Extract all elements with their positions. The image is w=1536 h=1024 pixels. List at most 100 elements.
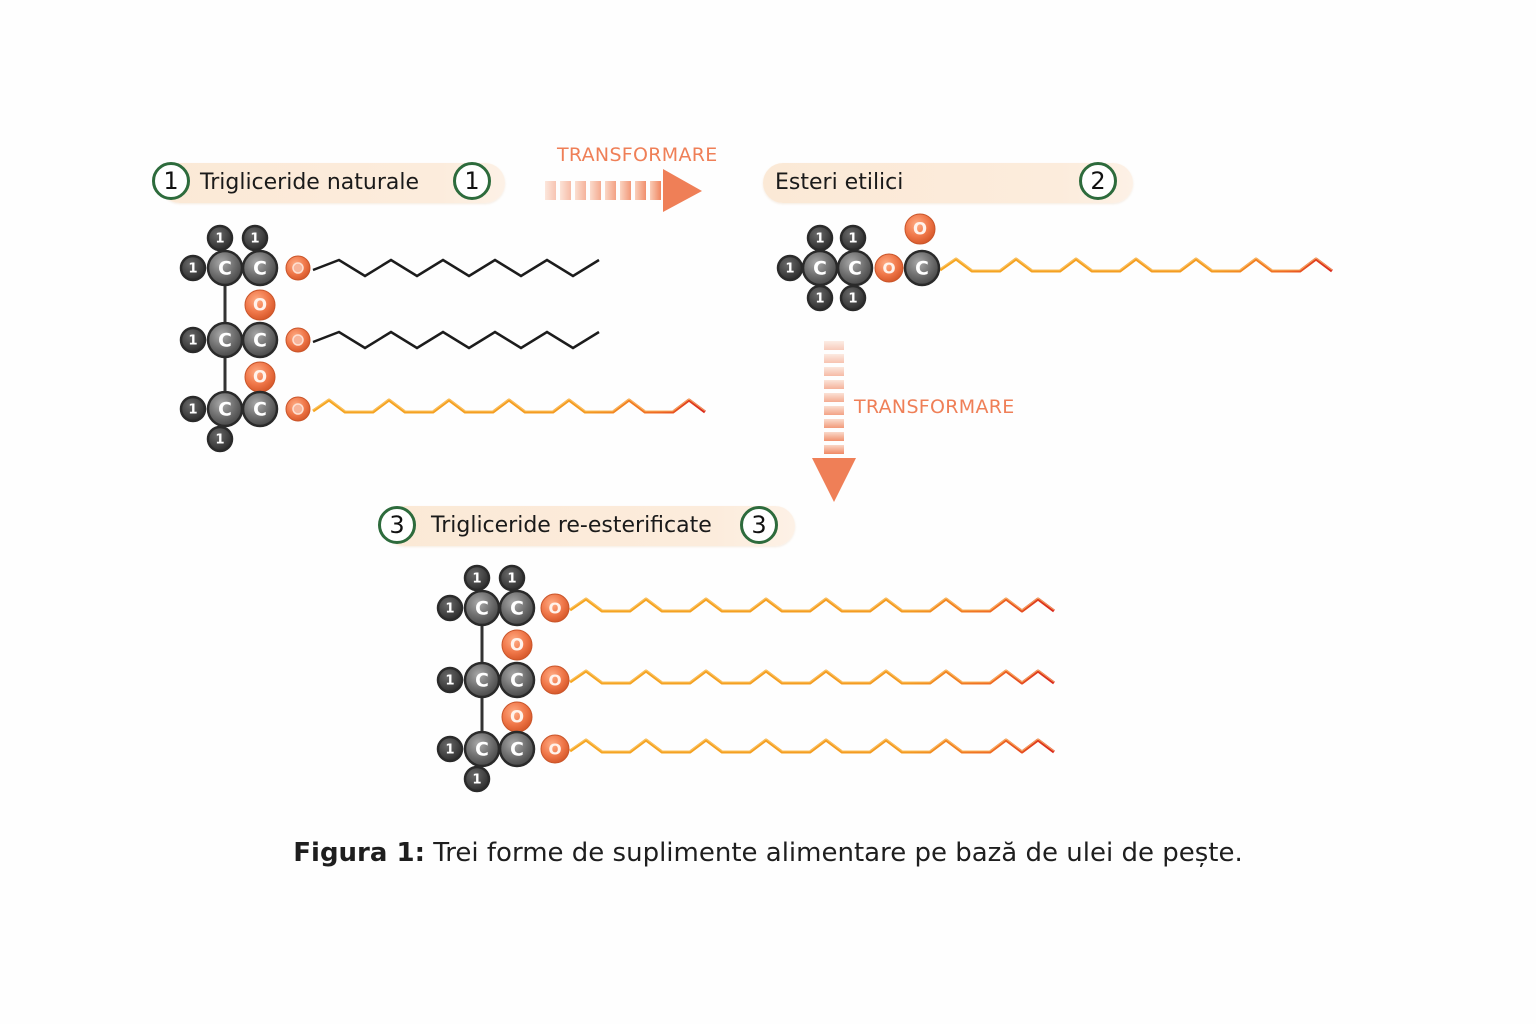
arrow-segment xyxy=(824,406,844,415)
svg-text:O: O xyxy=(510,708,524,727)
svg-text:1: 1 xyxy=(848,232,857,247)
oxygen-atom: O xyxy=(501,629,533,661)
arrow-segment xyxy=(824,432,844,441)
arrow-segment xyxy=(650,181,661,200)
hydrogen-atom: 1 xyxy=(806,224,834,252)
saturated-fatty-acid-chain xyxy=(312,258,600,278)
svg-text:1: 1 xyxy=(445,743,454,758)
carbon-atom: C xyxy=(498,661,536,699)
svg-text:1: 1 xyxy=(215,232,224,247)
omega-3-fatty-acid-chain xyxy=(312,398,706,414)
transform-label-horizontal: TRANSFORMARE xyxy=(557,144,718,166)
svg-text:O: O xyxy=(913,220,927,239)
arrow-segment xyxy=(824,445,844,454)
arrow-segment xyxy=(824,393,844,402)
hydrogen-atom: 1 xyxy=(206,425,234,453)
carbon-atom: C xyxy=(463,589,501,627)
hydrogen-atom: 1 xyxy=(776,254,804,282)
svg-text:1: 1 xyxy=(785,262,794,277)
caption-text: Trei forme de suplimente alimentare pe b… xyxy=(424,838,1243,868)
carbon-atom: C xyxy=(836,249,874,287)
hydrogen-atom: 1 xyxy=(436,666,464,694)
svg-text:C: C xyxy=(218,258,232,279)
svg-text:1: 1 xyxy=(815,292,824,307)
oxygen-atom xyxy=(285,396,311,422)
svg-text:1: 1 xyxy=(848,292,857,307)
oxygen-atom: O xyxy=(244,289,276,321)
svg-text:1: 1 xyxy=(472,773,481,788)
hydrogen-atom: 1 xyxy=(241,224,269,252)
svg-text:C: C xyxy=(253,399,267,420)
omega-3-fatty-acid-chain xyxy=(569,738,1055,754)
svg-text:C: C xyxy=(253,258,267,279)
arrow-segment xyxy=(545,181,556,200)
hydrogen-atom: 1 xyxy=(436,735,464,763)
omega-3-fatty-acid-chain xyxy=(569,597,1055,613)
hydrogen-atom: 1 xyxy=(498,564,526,592)
hydrogen-atom: 1 xyxy=(839,224,867,252)
oxygen-atom xyxy=(285,255,311,281)
svg-text:C: C xyxy=(510,739,524,760)
arrow-segment xyxy=(824,354,844,363)
carbon-atom: C xyxy=(463,730,501,768)
section-2-header xyxy=(763,163,1133,203)
svg-text:C: C xyxy=(813,258,827,279)
arrow-segment xyxy=(575,181,586,200)
svg-text:C: C xyxy=(510,598,524,619)
arrow-segment xyxy=(635,181,646,200)
svg-text:O: O xyxy=(548,740,561,758)
carbon-atom: C xyxy=(241,390,279,428)
section-3-badge-left: 3 xyxy=(378,506,416,544)
chain-highlight xyxy=(569,669,1055,683)
section-1-badge-right: 1 xyxy=(453,162,491,200)
figure-caption: Figura 1: Trei forme de suplimente alime… xyxy=(0,838,1536,868)
chain-highlight xyxy=(312,398,706,412)
section-1-title: Trigliceride naturale xyxy=(200,170,420,195)
chain-highlight xyxy=(569,597,1055,611)
svg-text:1: 1 xyxy=(445,674,454,689)
hydrogen-atom: 1 xyxy=(179,254,207,282)
hydrogen-atom: 1 xyxy=(206,224,234,252)
carbon-atom: C xyxy=(801,249,839,287)
hydrogen-atom: 1 xyxy=(839,284,867,312)
carbon-atom: C xyxy=(498,730,536,768)
arrow-segment xyxy=(590,181,601,200)
svg-text:C: C xyxy=(510,670,524,691)
hydrogen-atom: 1 xyxy=(179,326,207,354)
oxygen-atom: O xyxy=(244,361,276,393)
oxygen-atom: O xyxy=(904,213,936,245)
carbon-atom: C xyxy=(498,589,536,627)
section-2-badge-right: 2 xyxy=(1079,162,1117,200)
carbon-atom: C xyxy=(241,249,279,287)
svg-text:O: O xyxy=(548,671,561,689)
svg-text:C: C xyxy=(915,258,929,279)
section-2-title: Esteri etilici xyxy=(775,170,904,195)
carbon-atom: C xyxy=(903,249,941,287)
svg-text:O: O xyxy=(253,296,267,315)
svg-text:C: C xyxy=(475,739,489,760)
svg-text:C: C xyxy=(475,598,489,619)
omega-3-fatty-acid-chain xyxy=(939,257,1333,273)
svg-text:O: O xyxy=(253,368,267,387)
svg-text:O: O xyxy=(510,636,524,655)
svg-text:O: O xyxy=(548,599,561,617)
section-3-badge-right: 3 xyxy=(740,506,778,544)
svg-text:C: C xyxy=(253,330,267,351)
hydrogen-atom: 1 xyxy=(463,765,491,793)
carbon-atom: C xyxy=(206,249,244,287)
hydrogen-atom: 1 xyxy=(436,594,464,622)
svg-text:1: 1 xyxy=(472,572,481,587)
arrow-down-icon xyxy=(812,458,856,502)
oxygen-atom: O xyxy=(501,701,533,733)
oxygen-atom: O xyxy=(540,734,570,764)
arrow-right-icon xyxy=(663,169,702,212)
svg-text:C: C xyxy=(475,670,489,691)
section-1-header xyxy=(160,163,505,203)
arrow-segment xyxy=(620,181,631,200)
hydrogen-atom: 1 xyxy=(463,564,491,592)
saturated-fatty-acid-chain xyxy=(312,330,600,350)
svg-text:1: 1 xyxy=(188,334,197,349)
arrow-segment xyxy=(824,367,844,376)
section-1-badge-left: 1 xyxy=(152,162,190,200)
svg-text:1: 1 xyxy=(445,602,454,617)
